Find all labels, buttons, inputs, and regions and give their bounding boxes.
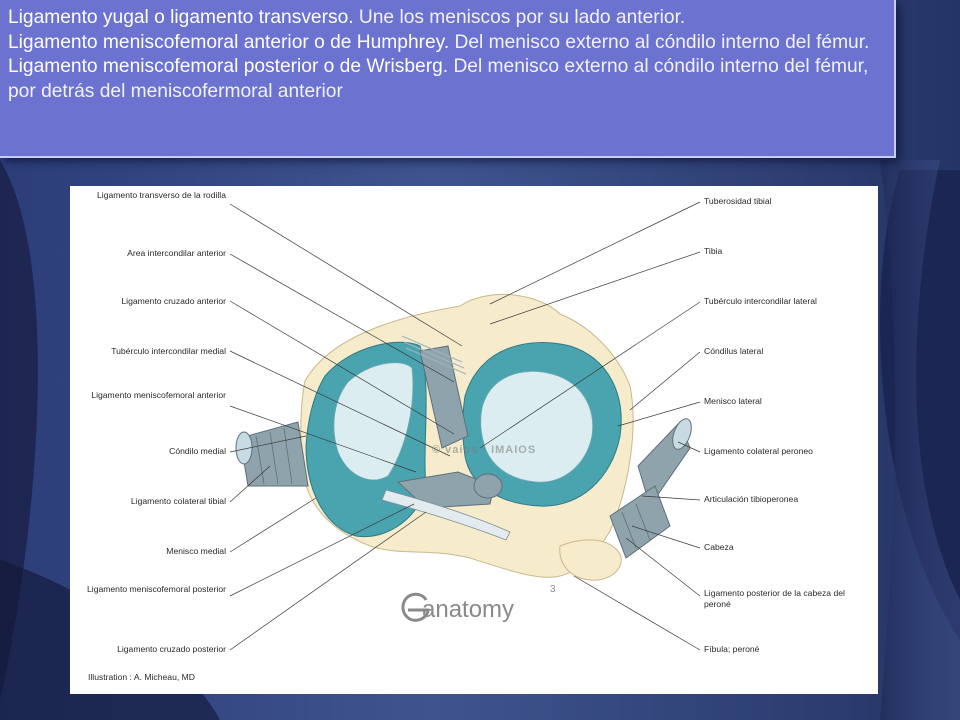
knee-anatomy-drawing [229,201,701,651]
lateral-condyle-cartilage [480,370,594,483]
anterior-cruciate-ligament [419,345,469,449]
label-ligamento-transverso: Ligamento transverso de la rodilla [97,190,226,200]
label-ligamento-posterior-cabeza-perone: Ligamento posterior de la cabeza del per… [704,588,845,609]
label-articulacion-tibioperonea: Articulación tibioperonea [704,494,799,504]
label-ligamento-colateral-peroneo: Ligamento colateral peroneo [704,446,813,456]
leader-lines-right [479,201,701,651]
definition-line-3: Ligamento meniscofemoral posterior o de … [8,56,869,102]
label-tuberculo-intercondilar-lateral: Tubérculo intercondilar lateral [704,296,817,306]
tibial-collateral-ligament [235,421,309,487]
label-area-intercondilar-anterior: Area intercondilar anterior [127,248,226,258]
label-condilo-medial: Cóndilo medial [169,446,226,456]
medial-condyle-cartilage [333,362,414,481]
label-condilus-lateral: Cóndilus lateral [704,346,764,356]
label-ligamento-meniscofemoral-posterior: Ligamento meniscofemoral posterior [87,584,226,594]
label-ligamento-meniscofemoral-anterior: Ligamento meniscofemoral anterior [91,390,226,400]
label-tibia: Tibia [704,246,723,256]
label-menisco-lateral: Menisco lateral [704,396,762,406]
leader-lines-left [229,203,463,651]
definition-line-2: Ligamento meniscofemoral anterior o de H… [8,31,870,53]
fibular-collateral-ligament [609,418,692,559]
definition-line-1: Ligamento yugal o ligamento transverso. … [8,7,686,28]
label-menisco-medial: Menisco medial [166,546,226,556]
label-tuberosidad-tibial: Tuberosidad tibial [704,196,772,206]
e-anatomy-brand: anatomy [422,596,515,623]
meniscofemoral-ligament [381,489,511,541]
label-tuberculo-intercondilar-medial: Tubérculo intercondilar medial [111,346,226,356]
label-fibula-perone: Fíbula; peroné [704,644,760,654]
label-ligamento-cruzado-posterior: Ligamento cruzado posterior [117,644,226,654]
label-cabeza: Cabeza [704,542,734,552]
e-anatomy-logo-icon [401,592,430,622]
fibula-head [559,539,622,581]
imaios-watermark: © vaios · IMAIOS [432,444,537,456]
transverse-ligament-fibers [401,335,467,375]
label-ligamento-colateral-tibial: Ligamento colateral tibial [130,496,226,506]
illustration-credit: Illustration : A. Micheau, MD [88,672,195,682]
definition-textbox: Ligamento yugal o ligamento transverso. … [0,0,896,158]
knee-anatomy-figure: Ligamento transverso de la rodilla Area … [70,186,878,694]
e-anatomy-brand-superscript: 3 [550,584,556,595]
label-ligamento-cruzado-anterior: Ligamento cruzado anterior [121,296,226,306]
